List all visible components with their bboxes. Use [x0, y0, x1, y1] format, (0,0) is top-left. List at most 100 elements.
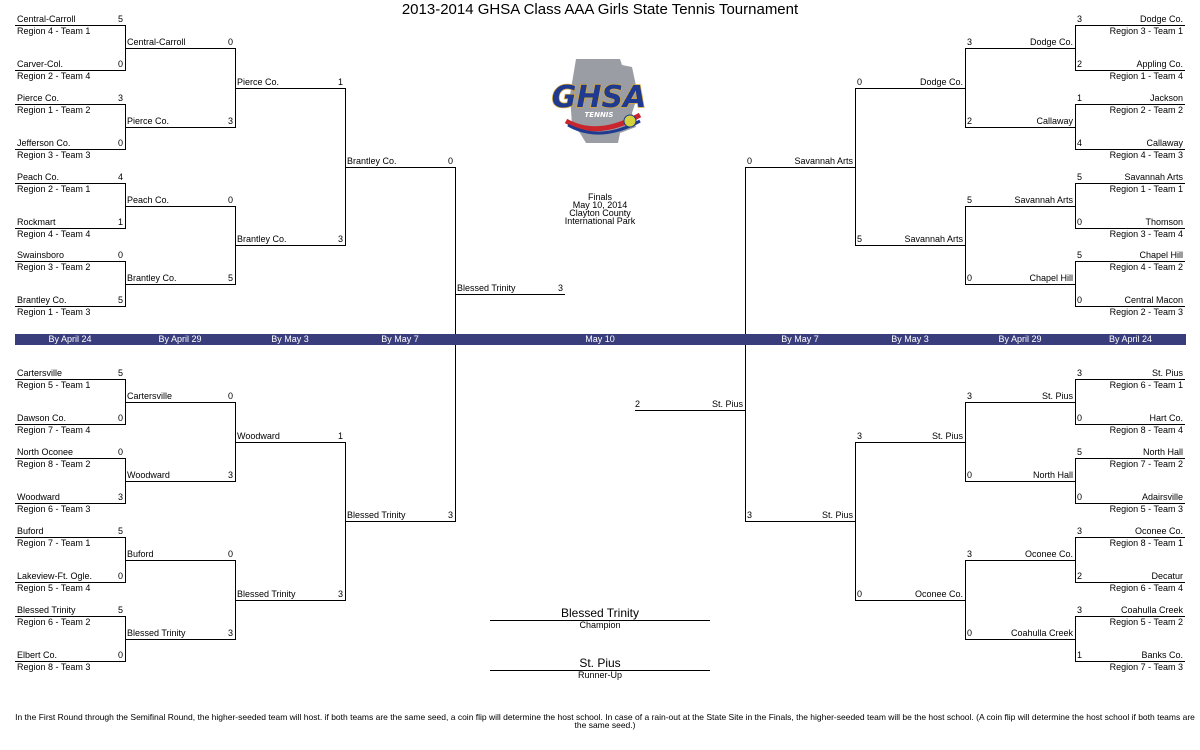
- footnote: In the First Round through the Semifinal…: [15, 712, 1195, 730]
- team-seed: Region 4 - Team 2: [1109, 262, 1183, 272]
- bracket-line: [855, 88, 856, 246]
- team-name: Cartersville: [17, 368, 63, 378]
- team-seed: Region 6 - Team 1: [1109, 380, 1183, 390]
- team-name: Jefferson Co.: [17, 138, 71, 148]
- team-name: St. Pius: [931, 431, 963, 441]
- bracket-line: [125, 206, 235, 207]
- team-score: 3: [337, 234, 343, 244]
- date-label: By April 24: [48, 334, 92, 344]
- team-score: 3: [1077, 605, 1083, 615]
- team-score: 0: [227, 195, 233, 205]
- team-score: 1: [1077, 93, 1083, 103]
- team-name: Blessed Trinity: [347, 510, 406, 520]
- team-seed: Region 2 - Team 2: [1109, 105, 1183, 115]
- bracket-line: [965, 284, 1075, 285]
- page-title: 2013-2014 GHSA Class AAA Girls State Ten…: [401, 1, 799, 18]
- team-seed: Region 3 - Team 4: [1109, 229, 1183, 239]
- team-name: Savannah Arts: [1014, 195, 1073, 205]
- bracket-line: [1075, 70, 1185, 71]
- team-name: Central-Carroll: [127, 37, 186, 47]
- team-name: Coahulla Creek: [1120, 605, 1183, 615]
- team-seed: Region 7 - Team 2: [1109, 459, 1183, 469]
- team-score: 0: [117, 650, 123, 660]
- team-score: 3: [227, 116, 233, 126]
- bracket-line: [15, 149, 125, 150]
- team-name: Dodge Co.: [919, 77, 963, 87]
- team-seed: Region 7 - Team 1: [17, 538, 91, 548]
- bracket-line: [965, 48, 966, 128]
- team-name: Chapel Hill: [1029, 273, 1073, 283]
- team-name: Buford: [127, 549, 154, 559]
- team-name: Swainsboro: [17, 250, 65, 260]
- bracket-line: [1075, 661, 1185, 662]
- team-seed: Region 5 - Team 3: [1109, 504, 1183, 514]
- team-name: Chapel Hill: [1139, 250, 1183, 260]
- bracket-line: [15, 537, 125, 538]
- team-name: Cartersville: [127, 391, 173, 401]
- team-name: Hart Co.: [1149, 413, 1183, 423]
- bracket-line: [1075, 261, 1185, 262]
- bracket-line: [125, 284, 235, 285]
- team-score: 0: [1077, 295, 1083, 305]
- team-score: 3: [1077, 526, 1083, 536]
- bracket-line: [1075, 424, 1185, 425]
- team-name: Blessed Trinity: [17, 605, 76, 615]
- team-score: 5: [117, 368, 123, 378]
- team-score: 3: [227, 628, 233, 638]
- bracket-line: [1075, 616, 1185, 617]
- date-label: By April 29: [998, 334, 1042, 344]
- bracket-line: [1075, 503, 1185, 504]
- team-name: Blessed Trinity: [127, 628, 186, 638]
- date-label: By May 7: [781, 334, 819, 344]
- team-seed: Region 5 - Team 4: [17, 583, 91, 593]
- bracket-line: [455, 294, 565, 295]
- team-seed: Region 8 - Team 4: [1109, 425, 1183, 435]
- bracket-line: [965, 206, 966, 285]
- bracket-line: [125, 639, 235, 640]
- logo-text: GHSA: [552, 80, 647, 115]
- team-seed: Region 6 - Team 2: [17, 617, 91, 627]
- team-score: 5: [117, 295, 123, 305]
- team-score: 0: [447, 156, 453, 166]
- bracket-line: [1075, 149, 1185, 150]
- date-label: By April 29: [158, 334, 202, 344]
- team-score: 0: [117, 250, 123, 260]
- team-score: 2: [1077, 571, 1083, 581]
- bracket-line: [1075, 25, 1076, 71]
- team-seed: Region 5 - Team 2: [1109, 617, 1183, 627]
- team-score: 3: [857, 431, 863, 441]
- team-name: North Hall: [1142, 447, 1183, 457]
- team-name: Woodward: [237, 431, 280, 441]
- team-name: Dodge Co.: [1029, 37, 1073, 47]
- date-label: By May 7: [381, 334, 419, 344]
- team-seed: Region 7 - Team 4: [17, 425, 91, 435]
- team-score: 3: [967, 549, 973, 559]
- date-label: May 10: [585, 334, 615, 344]
- team-name: Blessed Trinity: [457, 283, 516, 293]
- team-name: Peach Co.: [127, 195, 170, 205]
- bracket-line: [1075, 537, 1076, 583]
- team-score: 0: [857, 589, 863, 599]
- bracket-line: [745, 167, 855, 168]
- bracket-line: [15, 503, 125, 504]
- bracket-line: [965, 402, 1075, 403]
- team-seed: Region 4 - Team 1: [17, 26, 91, 36]
- bracket-line: [15, 261, 125, 262]
- team-score: 0: [967, 470, 973, 480]
- date-label: By May 3: [891, 334, 929, 344]
- bracket-line: [15, 183, 125, 184]
- team-seed: Region 1 - Team 2: [17, 105, 91, 115]
- team-score: 0: [747, 156, 753, 166]
- bracket-line: [855, 600, 965, 601]
- bracket-line: [125, 48, 235, 49]
- team-seed: Region 7 - Team 3: [1109, 662, 1183, 672]
- finals-location: Clayton County: [569, 208, 631, 218]
- team-name: Elbert Co.: [17, 650, 58, 660]
- runner-up-line: [490, 670, 710, 671]
- team-score: 5: [117, 605, 123, 615]
- team-score: 5: [117, 526, 123, 536]
- team-seed: Region 8 - Team 3: [17, 662, 91, 672]
- bracket-line: [1075, 183, 1185, 184]
- finals-label: Finals: [587, 192, 612, 202]
